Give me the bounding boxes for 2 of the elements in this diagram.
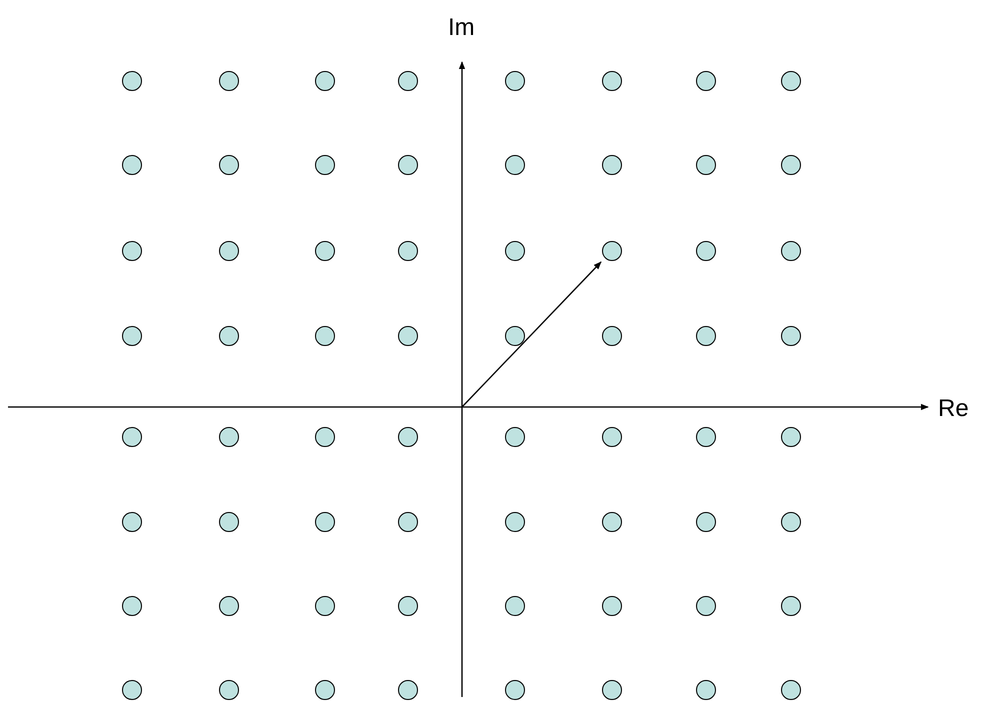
axis-label: Im bbox=[448, 16, 475, 40]
axis-label: Re bbox=[938, 397, 969, 421]
